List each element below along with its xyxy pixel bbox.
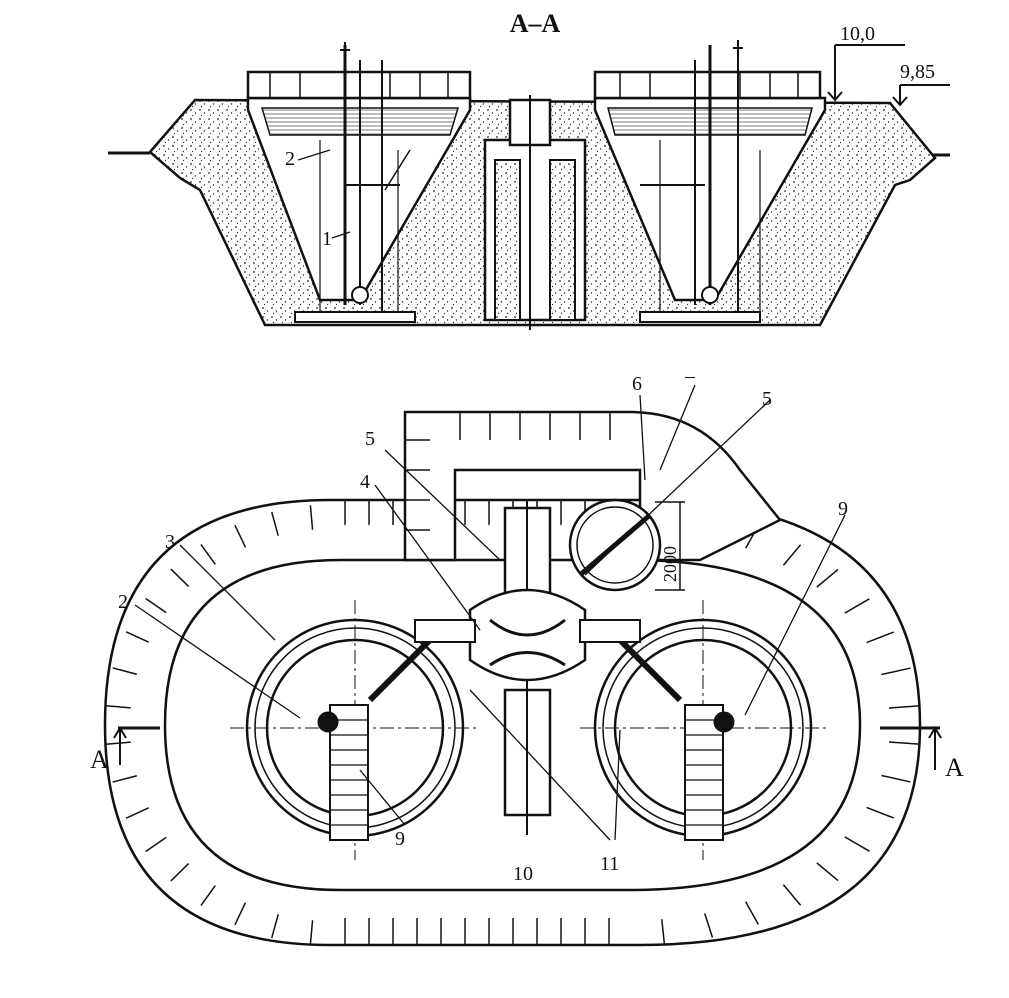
plan-callout-3: 3 (165, 531, 175, 553)
plan-callout-5-left: 5 (365, 428, 375, 450)
section-title: A–A (510, 9, 561, 38)
leader-lines (134, 384, 846, 841)
right-tank (593, 40, 827, 320)
section-mark-left: A (90, 726, 160, 774)
plan-callout-10: 10 (513, 863, 533, 885)
plan-callout-dash: – (684, 365, 696, 387)
base-slab-right (639, 311, 761, 323)
left-tank (246, 42, 472, 320)
distribution-chamber (414, 500, 641, 835)
elevation-mark-ground: 9,85 (892, 61, 950, 107)
section-mark-right: A (880, 726, 964, 782)
left-clarifier (230, 600, 480, 860)
section-mark-right-label: A (945, 753, 964, 782)
annex-hatching (405, 412, 611, 531)
plan-callout-11: 11 (600, 853, 619, 875)
central-chamber (483, 95, 587, 330)
base-slab-left (294, 311, 416, 323)
plan-callout-2: 2 (118, 591, 128, 613)
plan-callout-6: 6 (632, 373, 642, 395)
plan-callout-9-right: 9 (838, 498, 848, 520)
section-mark-left-label: A (90, 745, 109, 774)
embankment-hatching (105, 500, 919, 945)
dimension-2000: 2000 (660, 546, 680, 582)
section-view: A–A (108, 9, 950, 330)
annex-outer (403, 410, 782, 562)
elevation-ground-label: 9,85 (900, 61, 935, 83)
plan-callout-4: 4 (360, 471, 370, 493)
plan-callout-9-left: 9 (395, 828, 405, 850)
callout-1: 1 (322, 228, 332, 250)
right-clarifier (580, 600, 830, 860)
plan-view: 2000 2 3 4 5 6 – 5 9 9 10 11 (90, 365, 964, 947)
plan-callout-5-right: 5 (762, 388, 772, 410)
elevation-mark-top: 10,0 (827, 23, 905, 102)
elevation-top-label: 10,0 (840, 23, 875, 45)
callout-2: 2 (285, 148, 295, 170)
